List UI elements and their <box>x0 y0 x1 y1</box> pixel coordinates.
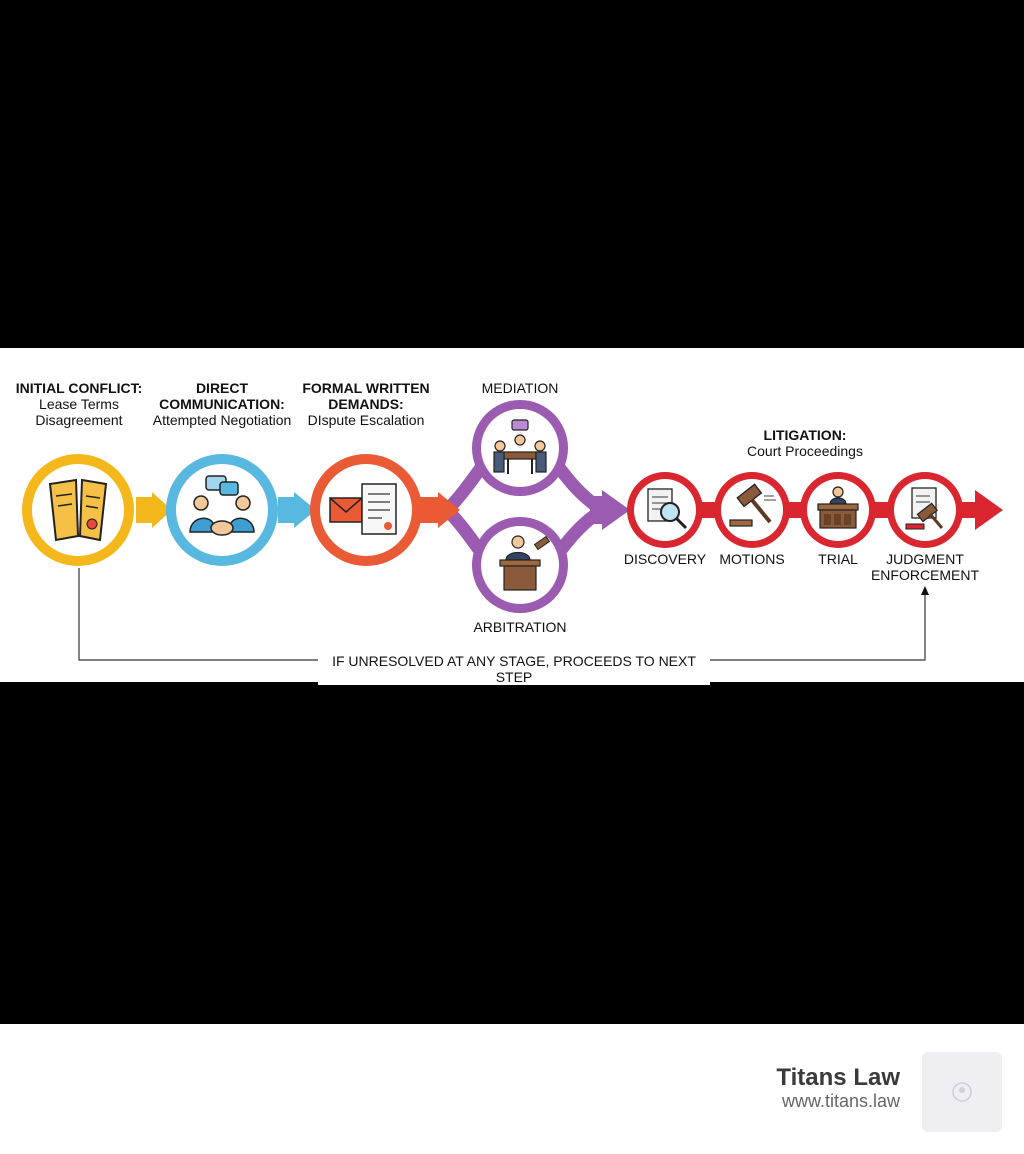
stage-initial-conflict-title: INITIAL CONFLICT: <box>15 380 143 396</box>
litigation-subtitle: Court Proceedings <box>747 443 863 459</box>
judgment-gavel-icon <box>905 487 944 530</box>
feedback-text: IF UNRESOLVED AT ANY STAGE, PROCEEDS TO … <box>318 653 710 685</box>
top-black-band <box>0 0 1024 348</box>
litigation-title: LITIGATION: <box>763 427 847 443</box>
letter-document-icon <box>329 483 397 535</box>
shield-logo-icon <box>952 1082 972 1102</box>
arrow-1-2 <box>136 492 172 528</box>
courtroom-icon <box>817 486 859 529</box>
brand-name: Titans Law <box>776 1064 900 1091</box>
stage-formal-demands-subtitle: DIspute Escalation <box>307 412 425 428</box>
stage-direct-communication-title: DIRECT COMMUNICATION: <box>159 380 285 412</box>
stage-formal-demands-label: FORMAL WRITTEN DEMANDS: DIspute Escalati… <box>298 380 434 428</box>
mediation-label: MEDIATION <box>481 380 559 396</box>
feedback-line <box>78 568 926 661</box>
arrow-3-adr <box>420 492 460 528</box>
arbitration-label: ARBITRATION <box>473 619 567 635</box>
stage-direct-communication-subtitle: Attempted Negotiation <box>152 412 292 428</box>
gavel-icon <box>729 483 776 527</box>
brand-url[interactable]: www.titans.law <box>781 1091 900 1111</box>
arbitration-podium-icon <box>499 535 551 591</box>
trial-label: TRIAL <box>818 551 858 567</box>
footer <box>0 1024 1024 1154</box>
feedback-arrowhead <box>921 586 929 595</box>
arrow-adr-litigation <box>590 490 630 530</box>
stage-direct-communication-label: DIRECT COMMUNICATION: Attempted Negotiat… <box>150 380 294 428</box>
motions-node <box>714 472 790 548</box>
mediation-node <box>472 400 568 496</box>
stage-direct-communication-node <box>166 454 278 566</box>
torn-document-icon <box>48 478 108 542</box>
stage-initial-conflict-label: INITIAL CONFLICT: Lease Terms Disagreeme… <box>14 380 144 428</box>
litigation-end-arrow <box>975 490 1003 530</box>
stage-formal-demands-title: FORMAL WRITTEN DEMANDS: <box>302 380 430 412</box>
motions-label: MOTIONS <box>719 551 785 567</box>
magnifier-document-icon <box>647 488 688 530</box>
discovery-label: DISCOVERY <box>623 551 707 567</box>
mediation-table-icon <box>493 419 547 474</box>
arrow-2-3 <box>278 492 316 528</box>
handshake-chat-icon <box>189 475 255 536</box>
brand-logo <box>922 1052 1002 1132</box>
stage-initial-conflict-subtitle: Lease Terms Disagreement <box>35 396 123 428</box>
litigation-label: LITIGATION: Court Proceedings <box>715 427 895 459</box>
bottom-black-band <box>0 682 1024 1024</box>
judgment-enforcement-label: JUDGMENT ENFORCEMENT <box>870 551 980 583</box>
